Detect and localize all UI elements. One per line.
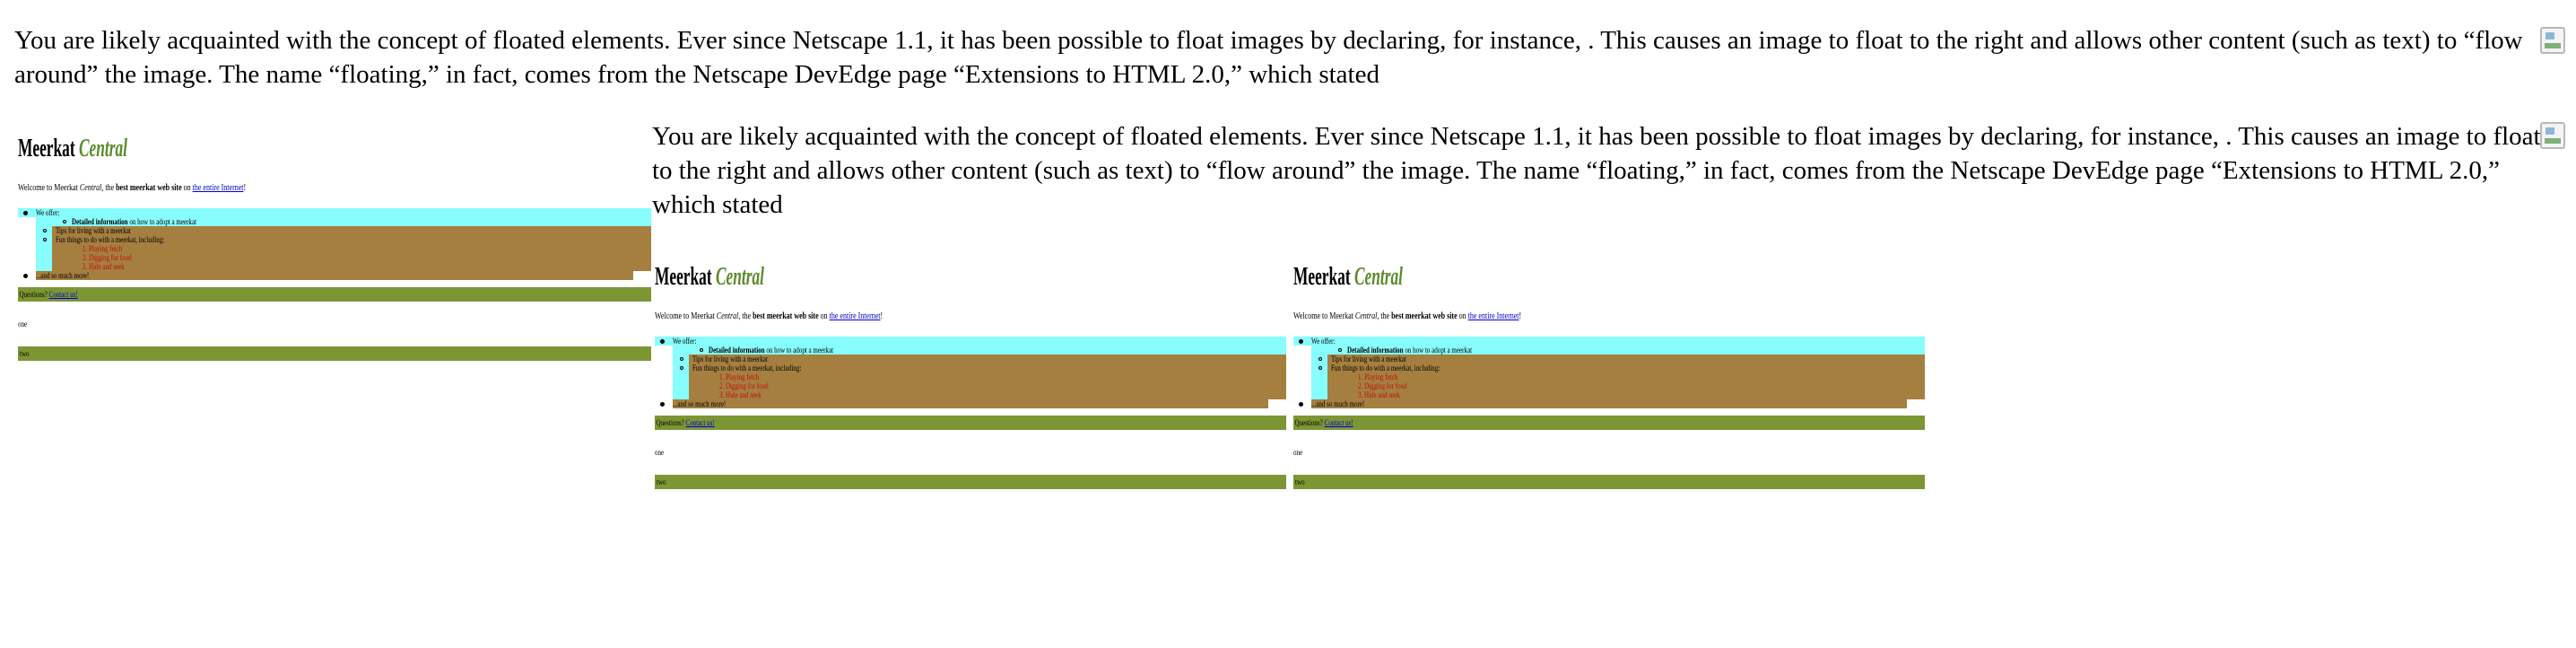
- meerkat-title: Meerkat Central: [1293, 263, 1403, 291]
- questions-bar: Questions? Contact us!: [655, 416, 1286, 430]
- broken-image-icon: [2540, 27, 2565, 54]
- meerkat-page-panel-1: Meerkat Central Welcome to Meerkat Centr…: [18, 135, 651, 361]
- list-item-tips: Tips for living with a meerkat: [680, 355, 1286, 363]
- contact-us-link[interactable]: Contact us!: [48, 290, 78, 299]
- list-item-detailed: Detailed information on how to adopt a m…: [1311, 346, 1925, 355]
- list-item-fun: Fun things to do with a meerkat, includi…: [43, 235, 651, 244]
- list-item-activity-3: 3. Hide and seek: [719, 390, 761, 399]
- list-item-fun: Fun things to do with a meerkat, includi…: [680, 363, 1286, 372]
- meerkat-title: Meerkat Central: [655, 263, 764, 291]
- entire-internet-link[interactable]: the entire Internet: [192, 183, 244, 193]
- text-two-bar: two: [1293, 475, 1925, 489]
- list-item-activity-3: 3. Hide and seek: [83, 262, 125, 271]
- text-one: one: [1293, 448, 1303, 457]
- list-item-tips: Tips for living with a meerkat: [43, 226, 651, 235]
- list-item-activity-1: 1. Playing fetch: [1358, 372, 1398, 381]
- list-item-activity-2: 2. Digging for food: [83, 253, 132, 262]
- list-item-tips: Tips for living with a meerkat: [1318, 355, 1925, 363]
- text-one: one: [655, 448, 665, 457]
- list-item-activity-1: 1. Playing fetch: [83, 244, 123, 253]
- text-two-bar: two: [18, 346, 651, 361]
- offer-list: We offer: Detailed information on how to…: [655, 337, 1286, 408]
- brown-sublist-block: Tips for living with a meerkat Fun thing…: [673, 355, 1286, 399]
- meerkat-page-panel-2: Meerkat Central Welcome to Meerkat Centr…: [655, 263, 1286, 489]
- list-item-more: ...and so much more!: [1293, 399, 1925, 408]
- text-two-bar: two: [655, 475, 1286, 489]
- list-item-activity-2: 2. Digging for food: [1358, 381, 1407, 390]
- questions-bar: Questions? Contact us!: [1293, 416, 1925, 430]
- list-item-more: ...and so much more!: [18, 271, 651, 280]
- brown-sublist-block: Tips for living with a meerkat Fun thing…: [1311, 355, 1925, 399]
- broken-image-icon: [2540, 122, 2565, 149]
- intro-paragraph-middle: You are likely acquainted with the conce…: [652, 122, 2541, 219]
- list-item-more: ...and so much more!: [655, 399, 1286, 408]
- intro-paragraph-top: You are likely acquainted with the conce…: [14, 26, 2523, 89]
- list-item-activity-2: 2. Digging for food: [719, 381, 769, 390]
- list-item-detailed: Detailed information on how to adopt a m…: [673, 346, 1286, 355]
- meerkat-page-panel-3: Meerkat Central Welcome to Meerkat Centr…: [1293, 263, 1925, 489]
- brown-sublist-block: Tips for living with a meerkat Fun thing…: [36, 226, 651, 271]
- text-one: one: [18, 320, 28, 328]
- list-item-we-offer: We offer:: [18, 208, 651, 217]
- entire-internet-link[interactable]: the entire Internet: [829, 311, 881, 321]
- meerkat-welcome: Welcome to Meerkat Central, the best mee…: [18, 183, 247, 193]
- list-item-we-offer: We offer:: [1293, 337, 1925, 346]
- contact-us-link[interactable]: Contact us!: [685, 418, 715, 427]
- meerkat-title: Meerkat Central: [18, 135, 127, 162]
- list-item-activity-3: 3. Hide and seek: [1358, 390, 1400, 399]
- offer-list: We offer: Detailed information on how to…: [1293, 337, 1925, 408]
- entire-internet-link[interactable]: the entire Internet: [1467, 311, 1519, 321]
- list-item-we-offer: We offer:: [655, 337, 1286, 346]
- list-item-activity-1: 1. Playing fetch: [719, 372, 760, 381]
- offer-list: We offer: Detailed information on how to…: [18, 208, 651, 280]
- list-item-detailed: Detailed information on how to adopt a m…: [36, 217, 651, 226]
- meerkat-welcome: Welcome to Meerkat Central, the best mee…: [1293, 311, 1522, 321]
- meerkat-welcome: Welcome to Meerkat Central, the best mee…: [655, 311, 883, 321]
- list-item-fun: Fun things to do with a meerkat, includi…: [1318, 363, 1925, 372]
- contact-us-link[interactable]: Contact us!: [1324, 418, 1353, 427]
- questions-bar: Questions? Contact us!: [18, 287, 651, 302]
